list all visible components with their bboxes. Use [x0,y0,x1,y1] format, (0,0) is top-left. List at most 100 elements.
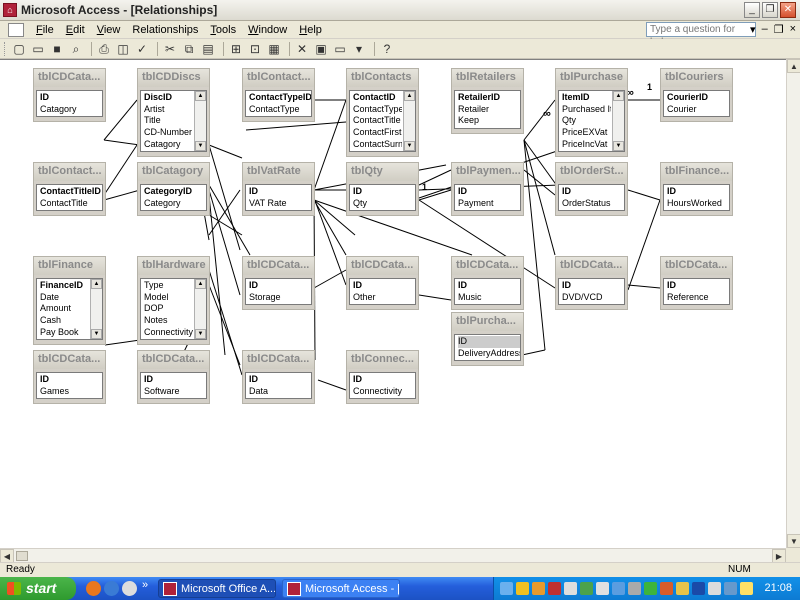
tray-language-icon[interactable] [724,582,737,595]
table-title[interactable]: tblContact... [34,163,105,181]
table-field[interactable]: RetailerID [458,92,501,102]
table-title[interactable]: tblVatRate [243,163,314,181]
new-object-icon[interactable]: ▭ [334,41,346,56]
print-preview-icon[interactable]: ◫ [117,41,129,56]
table-title[interactable]: tblPurchase [556,69,627,87]
table-title[interactable]: tblCDCata... [661,257,732,275]
title-bar[interactable]: ⌂ Microsoft Access - [Relationships] _ ❐… [0,0,800,21]
table-field[interactable]: ID [353,374,362,384]
table-title[interactable]: tblCDCata... [138,351,209,369]
field-list-scrollbar[interactable]: ▲▼ [403,91,415,152]
table-field[interactable]: PriceEXVat [562,127,608,138]
table-field[interactable]: Notes [144,315,168,326]
table-field[interactable]: ContactTitleID [40,186,101,196]
table-title[interactable]: tblCDCata... [556,257,627,275]
scroll-down-arrow-icon[interactable]: ▼ [91,329,102,340]
table-field[interactable]: DeliveryAddress [458,347,520,358]
toolbar-grip[interactable] [4,41,7,56]
table-field[interactable]: PriceIncVat [562,138,608,149]
table-field[interactable]: Keep [458,115,480,126]
scroll-down-arrow-icon[interactable]: ▼ [195,141,206,152]
table-title[interactable]: tblRetailers [452,69,523,87]
scroll-up-arrow-icon[interactable]: ▲ [787,59,800,73]
table-field[interactable]: Payment [458,197,494,208]
table-field[interactable]: Amount [40,303,72,314]
minimize-button[interactable]: _ [744,2,760,18]
table-field[interactable]: ID [562,280,571,290]
menu-item[interactable]: Tools [210,23,237,36]
table-field[interactable]: Reference [667,291,709,302]
print-icon[interactable]: ⎙ [99,41,109,56]
table-field[interactable]: ID [353,280,362,290]
new-icon[interactable]: ▢ [13,41,25,56]
table-field[interactable]: ID [40,374,49,384]
table-field[interactable]: Model [144,291,169,302]
tray-drive-icon[interactable] [564,582,577,595]
help-icon[interactable]: ? [383,41,391,56]
doc-restore-button[interactable]: ❐ [773,24,784,36]
table-field[interactable]: ContactType [249,103,300,114]
table-field[interactable]: Data [249,385,269,396]
table-field[interactable]: ID [667,186,676,196]
table-field[interactable]: Cash [40,315,62,326]
table-field[interactable]: Retailer [458,103,490,114]
tray-update-icon[interactable] [580,582,593,595]
start-button[interactable]: start [0,577,76,600]
tray-network-icon[interactable] [500,582,513,595]
table-field[interactable]: ID [144,374,153,384]
menu-item[interactable]: Edit [65,23,85,36]
table-title[interactable]: tblFinance... [661,163,732,181]
tray-messenger-icon[interactable] [532,582,545,595]
menu-item[interactable]: Window [248,23,288,36]
scroll-up-arrow-icon[interactable]: ▲ [195,91,206,101]
tray-display-icon[interactable] [612,582,625,595]
table-title[interactable]: tblCDCata... [243,257,314,275]
tray-battery-icon[interactable] [644,582,657,595]
table-title[interactable]: tblContact... [243,69,314,87]
spelling-icon[interactable]: ✓ [136,41,148,56]
doc-dropdown-icon[interactable]: ▾ [750,24,756,36]
taskbar-item-access[interactable]: Microsoft Access - [R... [282,579,400,598]
scroll-down-arrow-icon[interactable]: ▼ [613,141,624,152]
table-field[interactable]: FinanceID [40,280,84,290]
field-list-scrollbar[interactable]: ▲▼ [612,91,624,152]
table-title[interactable]: tblQty [347,163,418,181]
table-title[interactable]: tblCatagory [138,163,209,181]
table-field[interactable]: Storage [249,291,281,302]
show-table-icon[interactable]: ⊞ [230,41,242,56]
field-list-scrollbar[interactable]: ▲▼ [194,91,206,152]
table-title[interactable]: tblCouriers [661,69,732,87]
show-direct-icon[interactable]: ⊡ [249,41,261,56]
menu-item[interactable]: View [96,23,121,36]
save-icon[interactable]: ■ [53,41,61,56]
ie-icon[interactable] [104,581,119,596]
table-field[interactable]: Connectivity [144,326,193,337]
